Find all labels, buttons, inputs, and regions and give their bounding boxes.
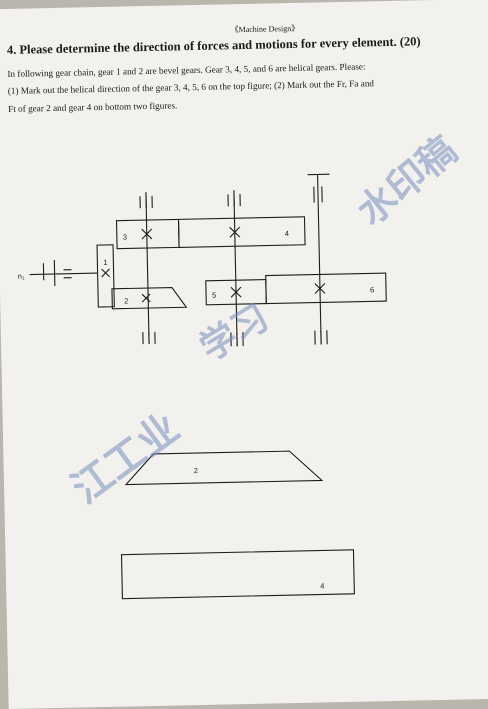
shaft-upper-left [146,192,149,344]
gear-6-label: 6 [370,285,374,294]
gear-2 [112,287,186,309]
gear-2-label: 2 [124,296,128,305]
input-speed-label: n₁ [18,272,25,281]
gear-4-label: 4 [285,229,289,238]
bottom-gear-4-figure [122,550,355,599]
input-shaft [30,273,98,274]
gear-3-label: 3 [123,232,127,241]
gear-5-label: 5 [212,291,216,300]
gear-1-label: 1 [103,258,107,267]
bottom-gear-4-label: 4 [320,581,324,590]
bottom-gear-2-label: 2 [194,466,198,475]
shaft-right [318,174,322,344]
gear-6 [266,273,387,304]
